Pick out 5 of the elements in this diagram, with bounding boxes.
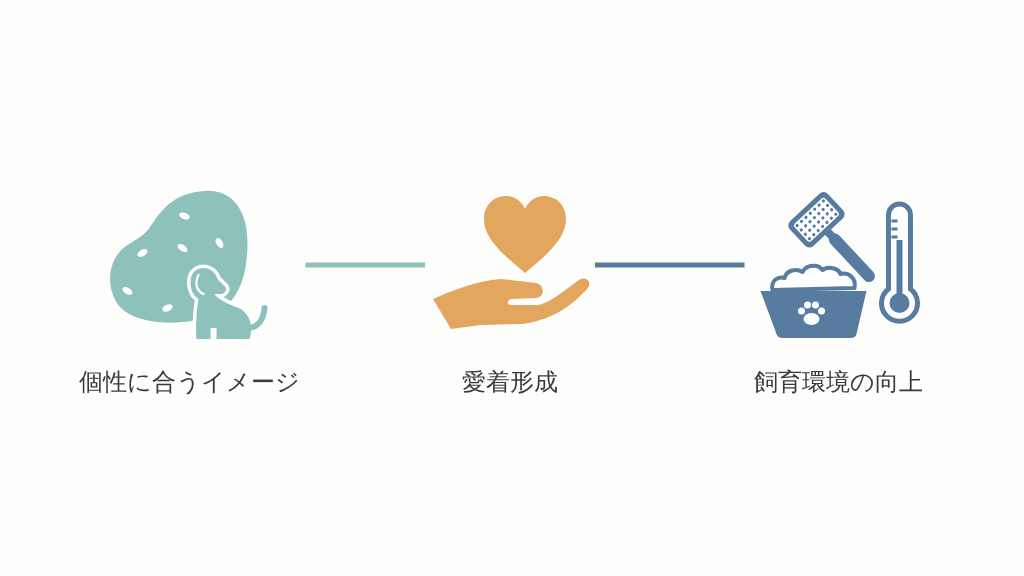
- icon-caption: 飼育環境の向上: [753, 367, 923, 397]
- icon-caption: 個性に合うイメージ: [78, 367, 300, 397]
- connector-line: [305, 262, 425, 268]
- icon-caption: 愛着形成: [462, 367, 558, 397]
- connector-line: [595, 262, 745, 268]
